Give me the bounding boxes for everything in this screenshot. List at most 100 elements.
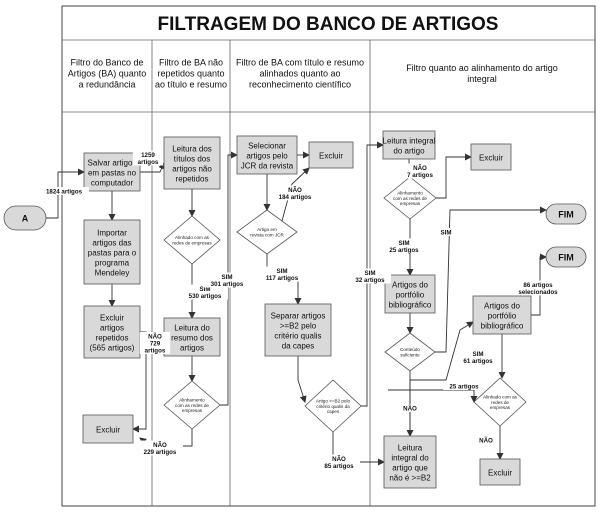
node-text-line: Excluir [488, 468, 512, 477]
node-text-line: artigos não [172, 164, 212, 173]
edge-label-lsim_fim: SIM [438, 228, 454, 236]
decision-diamond [473, 377, 527, 427]
decision-diamond [304, 379, 362, 433]
edge-label-text-line: 1259 [141, 152, 155, 159]
edge-label-text-line: 7 artigos [407, 172, 433, 179]
node-text-line: do artigo [393, 146, 425, 155]
edge-label-text-line: 1824 artigos [46, 188, 83, 195]
node-text-line: Excluir [479, 153, 503, 162]
node-text-line: capes [327, 409, 340, 414]
column-header-2-line: Filtro de BA não [159, 58, 223, 68]
edge-label-background [400, 163, 440, 179]
node-text-line: redes de empresas [172, 241, 212, 246]
edge-label-text-line: NÃO [148, 333, 162, 340]
node-text-line: títulos dos [174, 154, 210, 163]
edge-label-text-line: artigos [145, 347, 166, 354]
process-box [308, 141, 354, 169]
decision-diamond [236, 209, 298, 255]
edge-label-background [182, 284, 228, 300]
node-text: Excluir [96, 425, 120, 434]
process-box [82, 414, 134, 444]
edge-label-text-line: 530 artigos [189, 293, 222, 300]
node-text-line: Leitura do [174, 323, 210, 332]
node-text-line: artigo que [392, 463, 428, 472]
node-text-line: Selecionar [248, 141, 286, 150]
node-text-line: Salvar artigos [88, 158, 137, 167]
node-text-line: Alinhamento [179, 397, 205, 402]
edge-label-background [349, 268, 391, 284]
flow-connector [140, 162, 165, 173]
node-text-line: da capes [282, 341, 314, 350]
node-text-line: A [22, 213, 29, 223]
edge-label-text-line: NÃO [288, 187, 302, 194]
node-text-line: computador [91, 178, 134, 187]
node-excluir3: Excluir [470, 143, 512, 171]
node-text-line: Excluir [100, 313, 124, 322]
edge-label-text-line: 229 artigos [144, 449, 177, 456]
node-text: Excluir [319, 151, 343, 160]
node-text-line: artigos das [92, 238, 131, 247]
edge-label-lnao_cont: NÃO [402, 404, 418, 412]
edge-label-background [39, 187, 89, 195]
edge-label-text-line: SIM [472, 351, 483, 358]
node-text: A [22, 213, 29, 223]
edge-label-text-line: 32 artigos [355, 277, 385, 284]
process-box [472, 295, 532, 335]
diagram-frame [61, 5, 596, 507]
edge-label-text: 25 artigos [449, 383, 479, 390]
column-header-3-line: reconhecimento científico [249, 80, 351, 90]
node-text-line: suficiente [400, 353, 420, 358]
flow-connector [409, 321, 474, 436]
process-box [83, 305, 141, 359]
edge-label-text-line: SIM [364, 270, 375, 277]
node-text-line: FIM [558, 252, 574, 262]
edge-label-text-line: artigos [138, 159, 159, 166]
column-header-1-line: Artigos (BA) quanto [68, 69, 147, 79]
edge-label-text: NÃO [479, 437, 493, 444]
process-box [382, 130, 436, 160]
edge-label-background [132, 150, 164, 166]
node-text-line: repetidos [96, 333, 129, 342]
edge-label-background [443, 382, 485, 390]
diagram-title: FILTRAGEM DO BANCO DE ARTIGOS [158, 14, 499, 35]
node-text-line: não é >=B2 [389, 473, 431, 482]
node-text-line: pastas para o [88, 248, 137, 257]
edge-label-text: SIM [440, 229, 451, 236]
node-text-line: portfólio [396, 290, 425, 299]
edge-label-text-line: 117 artigos [266, 275, 299, 282]
edge-label-background [272, 185, 318, 201]
terminal-oval [545, 246, 587, 268]
node-text-line: Artigos do [392, 280, 429, 289]
node-text-line: >=B2 pelo [280, 321, 317, 330]
